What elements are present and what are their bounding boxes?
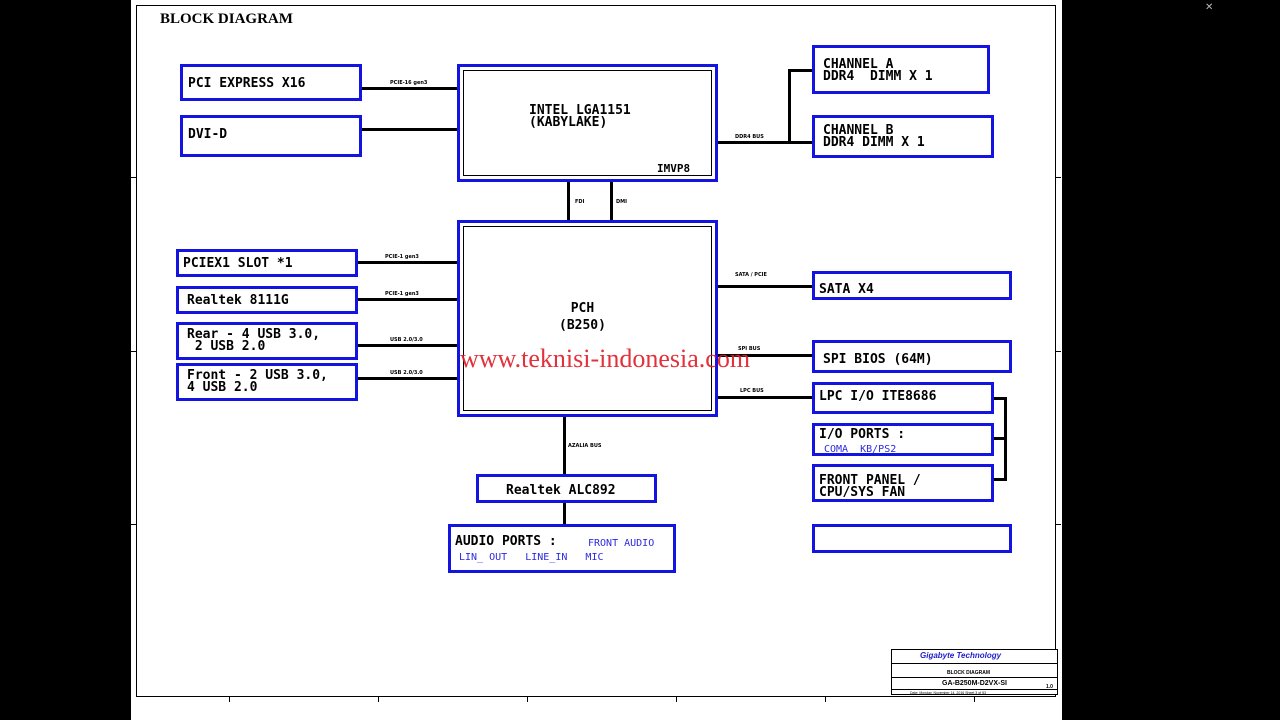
block-label: Realtek 8111G [187, 293, 289, 308]
sheet-frame [136, 5, 1056, 697]
bus-label-sata: SATA / PCIE [735, 272, 767, 278]
wire-lpc-2 [992, 437, 1007, 440]
revision: 1.0 [1046, 684, 1053, 690]
block-realtek-alc892[interactable]: Realtek ALC892 [476, 474, 657, 503]
block-label: PCIEX1 SLOT *1 [183, 256, 293, 271]
frame-tick [825, 697, 826, 702]
watermark: www.teknisi-indonesia.com [460, 344, 751, 373]
block-dvi-d[interactable]: DVI-D [180, 115, 362, 157]
diagram-title: BLOCK DIAGRAM [160, 11, 293, 27]
pch-label: PCH (B250) [559, 301, 606, 333]
block-label: FRONT PANEL / CPU/SYS FAN [819, 473, 921, 500]
wire-fdi [567, 180, 570, 222]
frame-tick [131, 524, 136, 525]
block-label: LPC I/O ITE8686 [819, 389, 937, 404]
frame-tick [229, 697, 230, 702]
block-channel-b[interactable]: CHANNEL B DDR4 DIMM X 1 [812, 115, 994, 158]
block-sub-label: COMA KB/PS2 [824, 444, 897, 455]
wire-dvi [361, 128, 459, 131]
block-pci-express-x16[interactable]: PCI EXPRESS X16 [180, 64, 362, 101]
block-front-panel[interactable]: FRONT PANEL / CPU/SYS FAN [812, 464, 994, 502]
wire-lpc [716, 396, 814, 399]
block-label: Front - 2 USB 3.0, 4 USB 2.0 [187, 368, 328, 395]
block-label: PCI EXPRESS X16 [188, 76, 306, 91]
frame-tick [131, 177, 136, 178]
block-pciex1-slot[interactable]: PCIEX1 SLOT *1 [176, 249, 358, 277]
title-block-divider [892, 689, 1057, 690]
wire-pcie1-a [356, 261, 459, 264]
model-number: GA-B250M-D2VX-SI [942, 680, 1007, 687]
wire-lpc-1 [992, 397, 1007, 400]
block-cpu[interactable]: INTEL LGA1151 (KABYLAKE) IMVP8 [457, 64, 718, 182]
audio-front-label: FRONT AUDIO [588, 538, 655, 549]
block-spi-bios[interactable]: SPI BIOS (64M) [812, 340, 1012, 373]
document-title: BLOCK DIAGRAM [947, 670, 991, 676]
title-block-divider [892, 663, 1057, 664]
title-block-divider [892, 677, 1057, 678]
frame-tick [527, 697, 528, 702]
frame-tick [131, 351, 136, 352]
block-label: I/O PORTS : [819, 427, 906, 442]
wire-pcie16 [361, 87, 459, 90]
block-rear-usb[interactable]: Rear - 4 USB 3.0, 2 USB 2.0 [176, 322, 358, 360]
bus-label-dmi: DMI [616, 199, 627, 205]
bus-label-usb-b: USB 2.0/3.0 [390, 370, 423, 376]
block-pch[interactable]: PCH (B250) [457, 220, 718, 417]
block-label: Rear - 4 USB 3.0, 2 USB 2.0 [187, 327, 321, 354]
block-sata[interactable]: SATA X4 [812, 271, 1012, 300]
frame-tick [1056, 351, 1061, 352]
bus-label-pcie1-a: PCIE-1 gen3 [385, 254, 419, 260]
wire-ddr4-vert [788, 69, 791, 144]
block-label: Realtek ALC892 [506, 483, 616, 498]
block-label: CHANNEL A DDR4 DIMM X 1 [823, 57, 933, 84]
wire-ddr4-a [788, 69, 814, 72]
bus-label-spi: SPI BUS [738, 346, 761, 352]
bus-label-pcie16: PCIE-16 gen3 [390, 80, 428, 86]
cpu-sub-label: IMVP8 [657, 162, 691, 175]
bus-label-ddr4: DDR4 BUS [735, 134, 764, 140]
block-label: SPI BIOS (64M) [823, 352, 933, 367]
block-io-ports[interactable]: I/O PORTS : COMA KB/PS2 [812, 423, 994, 456]
wire-dmi [610, 180, 613, 222]
bus-label-lpc: LPC BUS [740, 388, 764, 394]
block-empty[interactable] [812, 524, 1012, 553]
bus-label-fdi: FDI [575, 199, 585, 205]
block-audio-ports[interactable]: AUDIO PORTS : FRONT AUDIO LIN_ OUT LINE_… [448, 524, 676, 573]
wire-usb-b [356, 377, 459, 380]
block-label: AUDIO PORTS : [455, 534, 557, 549]
block-label: CHANNEL B DDR4 DIMM X 1 [823, 123, 925, 150]
date-sheet: Date: Monday, November 14, 2016 Sheet 3 … [910, 691, 987, 695]
bus-label-azalia: AZALIA BUS [568, 443, 602, 449]
close-icon[interactable]: ✕ [1205, 2, 1214, 13]
frame-tick [1056, 524, 1061, 525]
wire-audio [563, 501, 566, 526]
bus-label-pcie1-b: PCIE-1 gen3 [385, 291, 419, 297]
cpu-label: INTEL LGA1151 (KABYLAKE) [529, 103, 631, 130]
frame-tick [974, 697, 975, 702]
wire-ddr4 [716, 141, 814, 144]
block-channel-a[interactable]: CHANNEL A DDR4 DIMM X 1 [812, 45, 990, 94]
block-label: DVI-D [188, 127, 228, 142]
wire-azalia [563, 415, 566, 476]
wire-lpc-3 [992, 478, 1007, 481]
title-block: Gigabyte Technology BLOCK DIAGRAM GA-B25… [891, 649, 1058, 695]
wire-sata [716, 285, 814, 288]
frame-tick [1056, 177, 1061, 178]
frame-tick [676, 697, 677, 702]
block-lpc-io[interactable]: LPC I/O ITE8686 [812, 382, 994, 414]
wire-pcie1-b [356, 298, 459, 301]
frame-tick [378, 697, 379, 702]
wire-spi [716, 354, 814, 357]
bus-label-usb-a: USB 2.0/3.0 [390, 337, 423, 343]
audio-sub-label: LIN_ OUT LINE_IN MIC [459, 552, 604, 563]
block-realtek-lan[interactable]: Realtek 8111G [176, 286, 358, 314]
block-label: SATA X4 [819, 282, 874, 297]
block-front-usb[interactable]: Front - 2 USB 3.0, 4 USB 2.0 [176, 363, 358, 401]
company-name: Gigabyte Technology [920, 651, 1002, 660]
wire-usb-a [356, 344, 459, 347]
